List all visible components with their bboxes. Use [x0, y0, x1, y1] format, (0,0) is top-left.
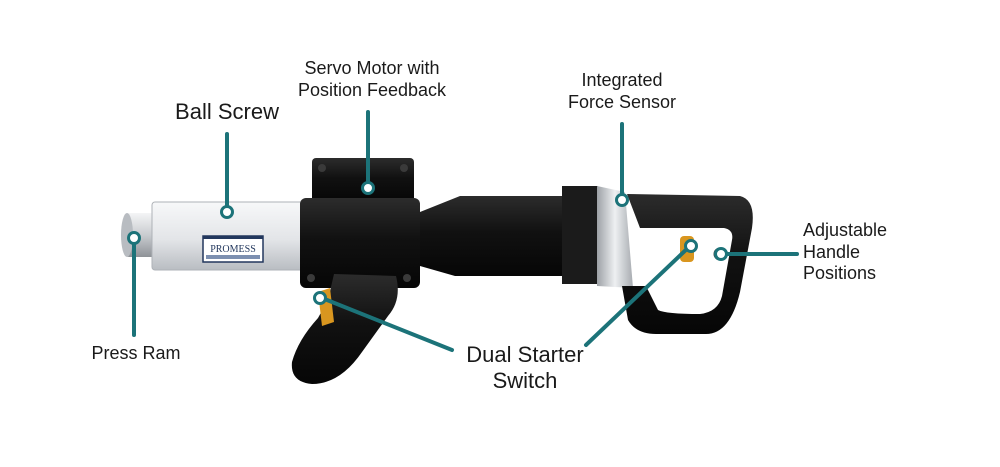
callout-handle-line-3: Positions	[803, 263, 877, 284]
servo-motor	[300, 158, 420, 288]
dot-press-ram	[127, 231, 141, 245]
dot-force-sensor	[615, 193, 629, 207]
callout-handle-line-1: Adjustable	[803, 220, 888, 240]
callout-servo-motor-line-2: Position Feedback	[297, 79, 447, 100]
force-sensor	[562, 186, 633, 288]
callout-handle-line-2: Handle	[803, 241, 861, 262]
dot-handle	[714, 247, 728, 261]
callout-force-sensor-line-2: Force Sensor	[567, 91, 677, 112]
callout-starter-switch-line-1: Dual Starter	[466, 342, 584, 367]
callout-ball-screw: Ball Screw	[160, 99, 294, 125]
callout-ball-screw-line-1: Ball Screw	[175, 99, 279, 124]
callout-handle: Adjustable Handle Positions	[803, 220, 923, 285]
dot-starter-switch-left	[313, 291, 327, 305]
callout-press-ram: Press Ram	[84, 343, 188, 365]
pistol-grip	[291, 274, 398, 384]
callout-starter-switch-line-2: Switch	[492, 368, 558, 394]
dot-servo-motor	[361, 181, 375, 195]
leader-lines	[132, 110, 799, 352]
dot-starter-switch-right	[684, 239, 698, 253]
ball-screw-housing: PROMESS	[151, 201, 313, 271]
callout-servo-motor-line-1: Servo Motor with	[304, 58, 440, 78]
callout-dots	[127, 181, 728, 305]
callout-starter-switch: Dual Starter Switch	[450, 342, 600, 395]
dot-ball-screw	[220, 205, 234, 219]
rear-handle	[622, 194, 753, 334]
device-brand-label: PROMESS	[210, 244, 256, 255]
callout-force-sensor-line-1: Integrated	[581, 70, 663, 90]
leader-starter-switch-right	[584, 244, 692, 347]
main-body	[420, 196, 572, 276]
callout-force-sensor: Integrated Force Sensor	[552, 70, 692, 113]
leader-starter-switch-left	[320, 296, 454, 352]
callout-press-ram-line-1: Press Ram	[91, 343, 181, 363]
callout-servo-motor: Servo Motor with Position Feedback	[290, 58, 454, 101]
